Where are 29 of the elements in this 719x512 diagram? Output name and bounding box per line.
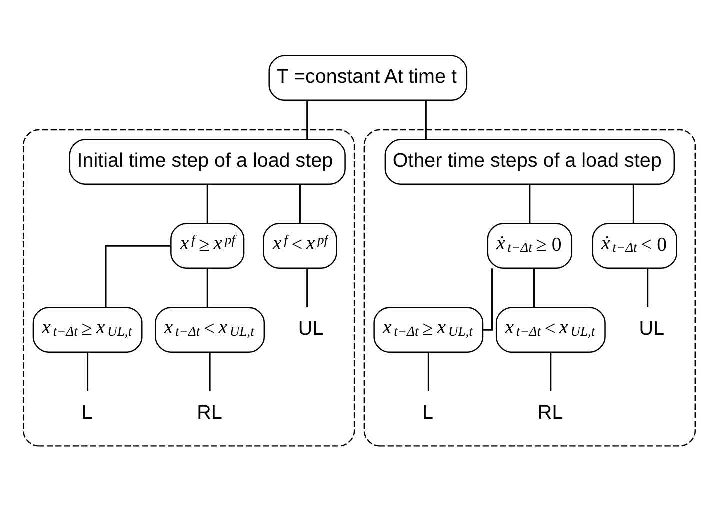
connector <box>206 184 208 224</box>
connector <box>428 352 430 392</box>
connector <box>306 268 308 308</box>
node-text: RL <box>538 402 564 424</box>
node-text: UL <box>298 318 324 340</box>
connector <box>206 268 208 308</box>
connector <box>529 184 531 224</box>
node-box: Initial time step of a load step <box>69 139 346 185</box>
node-box: ẋt−Δt < 0 <box>592 223 678 269</box>
node-text: L <box>82 402 93 424</box>
connector <box>483 268 493 331</box>
connector <box>299 184 301 224</box>
connector <box>647 268 649 308</box>
cluster <box>364 129 696 447</box>
connector <box>87 352 89 392</box>
connector <box>550 352 552 392</box>
connector <box>209 352 211 392</box>
connector <box>306 100 308 140</box>
node-text: UL <box>639 318 664 340</box>
connector <box>632 184 634 224</box>
node-box: T =constant At time t <box>268 55 468 102</box>
node-box: Other time steps of a load step <box>384 139 676 185</box>
cluster <box>22 129 356 447</box>
node-text: L <box>422 402 434 424</box>
node-text: RL <box>197 402 222 424</box>
connector <box>425 100 427 140</box>
connector <box>105 245 171 308</box>
connector <box>534 268 535 308</box>
node-box: ẋt−Δt ≥ 0 <box>487 223 573 269</box>
